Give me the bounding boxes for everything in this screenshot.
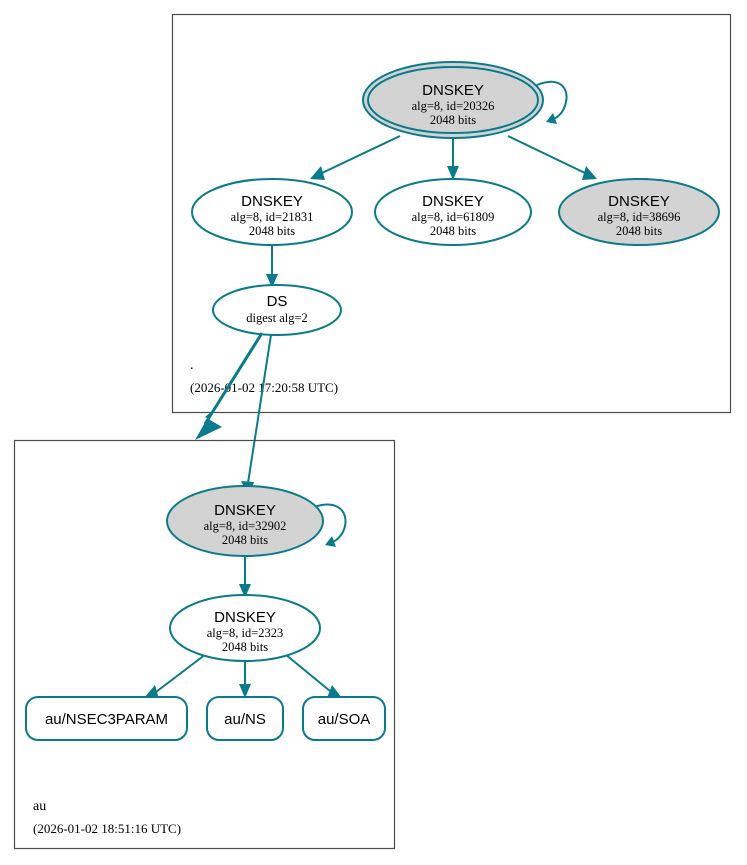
node-root-dnskey-38696-size: 2048 bits [616,224,662,238]
node-au-rrset-ns-label: au/NS [224,711,266,728]
node-root-dnskey-21831[interactable]: DNSKEY alg=8, id=21831 2048 bits [191,178,353,246]
zone-cluster-au: DNSKEY alg=8, id=32902 2048 bits DNSKEY … [13,439,396,850]
node-root-dnskey-21831-shape [191,178,353,246]
node-au-dnskey-2323-title: DNSKEY [214,609,276,626]
node-au-rrset-nsec3param[interactable]: au/NSEC3PARAM [25,696,188,741]
node-au-dnskey-32902[interactable]: DNSKEY alg=8, id=32902 2048 bits [166,485,324,557]
edge-au-ksk-to-zsk [239,555,251,598]
node-root-dnskey-21831-alg: alg=8, id=21831 [231,210,314,224]
edge-au-zsk-to-ns [239,661,251,698]
node-au-rrset-ns-shape [206,696,284,741]
node-au-dnskey-2323[interactable]: DNSKEY alg=8, id=2323 2048 bits [169,594,321,662]
node-au-rrset-soa-label: au/SOA [318,711,371,728]
node-root-dnskey-20326-alg: alg=8, id=20326 [412,99,495,113]
edge-au-ksk-self-sign [313,503,347,547]
zone-label-root-name: . [190,358,194,373]
node-root-dnskey-20326-title: DNSKEY [422,82,484,99]
node-au-rrset-nsec3param-label: au/NSEC3PARAM [45,711,168,728]
node-root-dnskey-61809-size: 2048 bits [430,224,476,238]
node-root-dnskey-38696-alg: alg=8, id=38696 [598,210,681,224]
node-root-dnskey-20326[interactable]: DNSKEY alg=8, id=20326 2048 bits [362,61,544,139]
zone-label-au-name: au [33,799,46,814]
zone-cluster-root: DNSKEY alg=8, id=20326 2048 bits DNSKEY … [171,13,732,414]
node-root-dnskey-61809-alg: alg=8, id=61809 [412,210,495,224]
node-root-dnskey-20326-inner [367,66,539,134]
node-au-dnskey-32902-alg: alg=8, id=32902 [204,519,287,533]
node-au-rrset-ns[interactable]: au/NS [206,696,284,741]
edge-au-zsk-to-soa [284,653,342,698]
edge-root-ksk-to-zsk-61809 [447,137,459,180]
zone-label-au-timestamp: (2026-01-02 18:51:16 UTC) [33,821,181,836]
node-root-dnskey-61809-title: DNSKEY [422,193,484,210]
node-root-dnskey-61809[interactable]: DNSKEY alg=8, id=61809 2048 bits [374,178,532,246]
node-au-dnskey-2323-size: 2048 bits [222,640,268,654]
zone-cluster-root-border [171,13,732,414]
node-root-dnskey-20326-size: 2048 bits [430,113,476,127]
node-root-dnskey-38696-title: DNSKEY [608,193,670,210]
edge-au-zsk-to-nsec3param [144,653,207,699]
edge-root-ksk-to-zsk-21831 [310,135,401,180]
node-root-ds-au[interactable]: DS digest alg=2 [212,284,342,336]
edge-root-zsk-21831-to-ds [266,245,278,288]
edge-ds-to-au-delegation [195,332,264,440]
node-root-ds-au-title: DS [267,293,288,310]
edge-root-ksk-self-sign [536,80,568,124]
node-root-dnskey-61809-shape [374,178,532,246]
node-au-rrset-soa-shape [302,696,386,741]
node-root-dnskey-38696[interactable]: DNSKEY alg=8, id=38696 2048 bits [558,178,720,246]
node-au-rrset-soa[interactable]: au/SOA [302,696,386,741]
node-root-dnskey-21831-size: 2048 bits [249,224,295,238]
node-root-ds-au-digest: digest alg=2 [246,311,308,325]
node-au-dnskey-32902-size: 2048 bits [222,533,268,547]
node-au-dnskey-32902-title: DNSKEY [214,502,276,519]
edge-root-ksk-to-zsk-38696 [507,135,597,180]
node-root-dnskey-38696-shape [558,178,720,246]
zone-cluster-au-border [13,439,396,850]
node-au-dnskey-32902-shape [166,485,324,557]
node-root-ds-au-shape [212,284,342,336]
node-au-rrset-nsec3param-shape [25,696,188,741]
node-root-dnskey-21831-title: DNSKEY [241,193,303,210]
node-au-dnskey-2323-shape [169,594,321,662]
node-au-dnskey-2323-alg: alg=8, id=2323 [207,626,284,640]
